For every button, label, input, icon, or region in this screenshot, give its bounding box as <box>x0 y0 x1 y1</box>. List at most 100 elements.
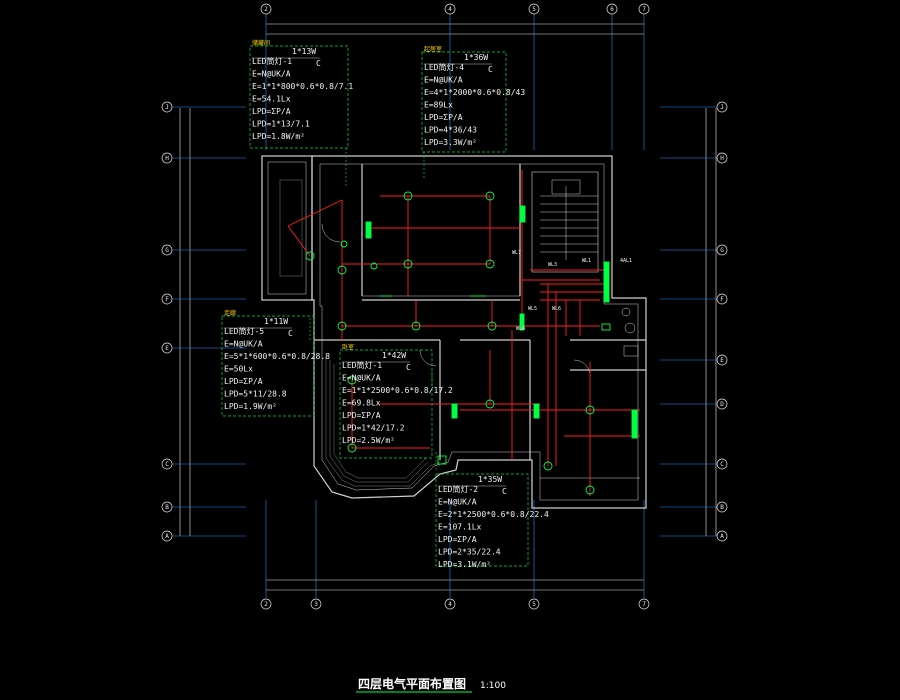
svg-text:A: A <box>165 533 169 540</box>
axis-bottom-7: 7 <box>638 598 650 610</box>
axis-bottom-2: 2 <box>260 598 272 610</box>
axis-left-F: F <box>161 293 173 305</box>
svg-text:C: C <box>720 461 724 468</box>
callout-line: E=5*1*600*0.6*0.8/28.8 <box>224 352 330 361</box>
circuit-tag: WL7 <box>512 250 521 256</box>
callout-line: E=N@UK/A <box>224 340 263 349</box>
svg-text:4: 4 <box>448 601 452 608</box>
callout-line: LED筒灯-1 <box>252 56 292 66</box>
callout-room-name: 卧室 <box>342 343 354 351</box>
callout-sub: C <box>316 59 321 68</box>
axis-bottom-3: 3 <box>310 598 322 610</box>
callout-line: LPD=1.8W/m² <box>252 132 305 141</box>
svg-text:7: 7 <box>642 601 646 608</box>
callout-line: LPD=ΣP/A <box>252 107 291 116</box>
callout-sub: C <box>502 487 507 496</box>
axis-grid <box>172 14 716 598</box>
svg-text:G: G <box>165 247 169 254</box>
circuit-tag: 4AL1 <box>620 258 632 264</box>
callout-line: E=50Lx <box>224 365 253 374</box>
axis-right-J: J <box>716 101 728 113</box>
svg-text:J: J <box>165 104 169 111</box>
leader-lines <box>309 148 437 470</box>
axis-right-C: C <box>716 458 728 470</box>
callout-power: 1*42W <box>382 351 406 360</box>
circuit-tag: WL1 <box>582 258 591 264</box>
circuit-tag: WL3 <box>548 262 557 268</box>
callout-group: 储藏间1*13WCLED筒灯-1E=N@UK/AE=1*1*800*0.6*0.… <box>221 39 549 569</box>
callout-line: E=4*1*2000*0.6*0.8/43 <box>424 88 525 97</box>
svg-text:E: E <box>720 357 724 364</box>
svg-text:D: D <box>720 401 724 408</box>
axis-left-J: J <box>161 101 173 113</box>
axis-top-5: 5 <box>528 3 540 15</box>
axis-top-7: 7 <box>638 3 650 15</box>
callout-power: 1*11W <box>264 317 288 326</box>
callout-sub: C <box>488 65 493 74</box>
callout-line: LPD=1*13/7.1 <box>252 120 310 129</box>
dimension-frame <box>179 23 717 591</box>
building-walls <box>261 155 647 509</box>
callout-room-name: 储藏间 <box>252 39 270 47</box>
callout-c1: 储藏间1*13WCLED筒灯-1E=N@UK/AE=1*1*800*0.6*0.… <box>249 39 353 149</box>
svg-text:A: A <box>720 533 724 540</box>
callout-line: E=89Lx <box>424 101 453 110</box>
axis-right-G: G <box>716 244 728 256</box>
svg-text:4: 4 <box>448 6 452 13</box>
axis-right-F: F <box>716 293 728 305</box>
callout-power: 1*35W <box>478 475 502 484</box>
axis-top-4: 4 <box>444 3 456 15</box>
axis-bottom-4: 4 <box>444 598 456 610</box>
callout-sub: C <box>406 363 411 372</box>
circuit-tag: WL6 <box>552 306 561 312</box>
callout-line: E=1*1*2500*0.6*0.8/17.2 <box>342 386 453 395</box>
drawing-scale: 1:100 <box>480 681 506 691</box>
svg-text:H: H <box>720 155 724 162</box>
svg-text:G: G <box>720 247 724 254</box>
callout-c3: 走廊1*11WCLED筒灯-5E=N@UK/AE=5*1*600*0.6*0.8… <box>221 309 330 417</box>
axis-right-E: E <box>716 354 728 366</box>
callout-line: LPD=3.3W/m² <box>424 138 477 147</box>
axis-right-D: D <box>716 398 728 410</box>
callout-line: LPD=1*42/17.2 <box>342 424 405 433</box>
callout-line: LPD=ΣP/A <box>424 113 463 122</box>
callout-line: E=N@UK/A <box>342 374 381 383</box>
callout-line: LPD=4*36/43 <box>424 126 477 135</box>
callout-line: LPD=3.1W/m² <box>438 560 491 569</box>
callout-line: E=N@UK/A <box>438 498 477 507</box>
svg-text:2: 2 <box>264 601 268 608</box>
axis-bottom-5: 5 <box>528 598 540 610</box>
axis-left-E: E <box>161 342 173 354</box>
callout-line: LPD=2.5W/m² <box>342 436 395 445</box>
light-fixtures <box>305 191 638 495</box>
axis-right-A: A <box>716 530 728 542</box>
callout-line: E=107.1Lx <box>438 523 482 532</box>
wiring-circuits <box>287 170 640 496</box>
svg-text:B: B <box>720 504 724 511</box>
axis-left-H: H <box>161 152 173 164</box>
axis-right-H: H <box>716 152 728 164</box>
axis-left-B: B <box>161 501 173 513</box>
axis-right-B: B <box>716 501 728 513</box>
callout-line: LED筒灯-1 <box>342 360 382 370</box>
svg-text:F: F <box>720 296 724 303</box>
callout-line: LPD=2*35/22.4 <box>438 548 501 557</box>
svg-text:5: 5 <box>532 601 536 608</box>
svg-text:6: 6 <box>610 6 614 13</box>
axis-top-6: 6 <box>606 3 618 15</box>
callout-line: LED筒灯-5 <box>224 326 264 336</box>
callout-line: LED筒灯-4 <box>424 62 464 72</box>
callout-line: E=69.8Lx <box>342 399 381 408</box>
svg-text:2: 2 <box>264 6 268 13</box>
svg-text:H: H <box>165 155 169 162</box>
callout-line: LPD=1.9W/m² <box>224 402 277 411</box>
svg-text:3: 3 <box>314 601 318 608</box>
svg-text:C: C <box>165 461 169 468</box>
axis-left-A: A <box>161 530 173 542</box>
svg-text:5: 5 <box>532 6 536 13</box>
axis-left-G: G <box>161 244 173 256</box>
drawing-title: 四层电气平面布置图 <box>358 676 466 691</box>
